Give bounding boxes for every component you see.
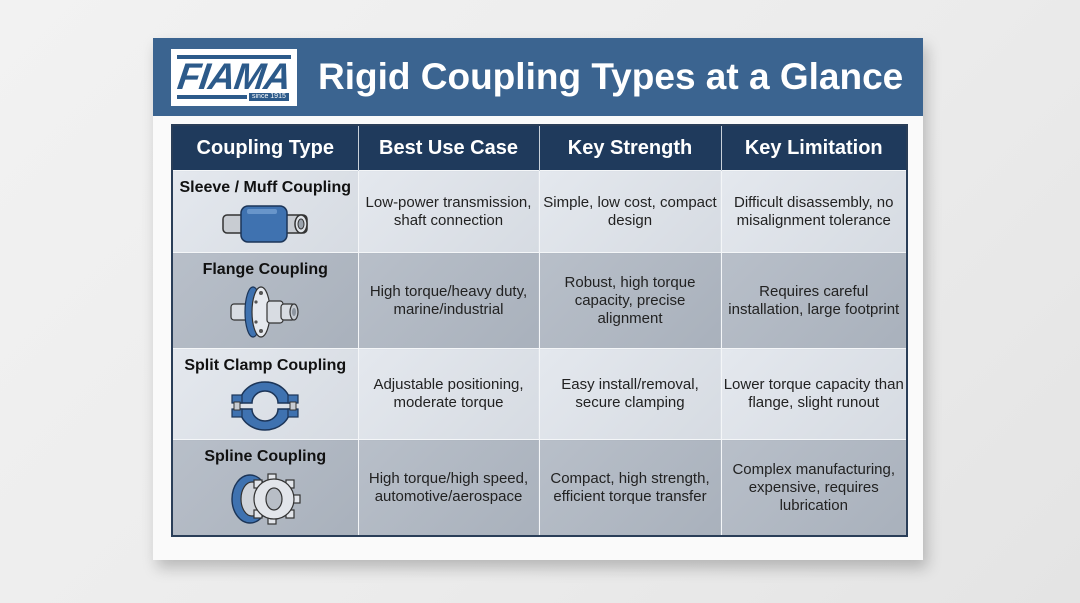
table-row: Spline Coupling High torque/high spe — [171, 439, 908, 537]
logo-bar — [177, 55, 291, 59]
limitation-cell: Lower torque capacity than flange, sligh… — [720, 348, 908, 441]
column-header-strength: Key Strength — [539, 125, 722, 171]
type-cell: Sleeve / Muff Coupling — [171, 169, 359, 254]
column-header-limitation: Key Limitation — [721, 125, 907, 171]
strength-cell: Compact, high strength, efficient torque… — [538, 439, 722, 537]
column-header-use-case: Best Use Case — [358, 125, 540, 171]
table-header-row: Coupling Type Best Use Case Key Strength… — [172, 125, 907, 171]
fiama-logo: FIAMA since 1915 — [171, 49, 297, 106]
infographic-card: FIAMA since 1915 Rigid Coupling Types at… — [153, 38, 923, 560]
use-case-cell: High torque/high speed, automotive/aeros… — [357, 439, 540, 537]
split-clamp-coupling-icon — [231, 381, 299, 431]
limitation-cell: Difficult disassembly, no misalignment t… — [720, 169, 908, 254]
type-name: Sleeve / Muff Coupling — [179, 179, 352, 196]
type-cell: Split Clamp Coupling — [171, 348, 359, 441]
type-cell: Spline Coupling — [171, 439, 359, 537]
use-case-cell: Adjustable positioning, moderate torque — [357, 348, 540, 441]
sleeve-coupling-icon — [222, 205, 308, 243]
use-case-cell: High torque/heavy duty, marine/industria… — [357, 252, 540, 350]
column-header-type: Coupling Type — [172, 125, 359, 171]
type-name: Spline Coupling — [204, 448, 327, 466]
type-name: Flange Coupling — [202, 261, 328, 279]
table-row: Flange Coupling High torque/heavy duty, … — [171, 252, 908, 350]
strength-cell: Robust, high torque capacity, precise al… — [538, 252, 722, 350]
logo-wordmark: FIAMA — [175, 56, 294, 97]
page-title: Rigid Coupling Types at a Glance — [318, 56, 904, 97]
use-case-cell: Low-power transmission, shaft connection — [357, 169, 540, 254]
logo-bar — [177, 95, 247, 99]
coupling-table: Coupling Type Best Use Case Key Strength… — [171, 124, 908, 537]
table-row: Split Clamp Coupling Adjustable position… — [171, 348, 908, 441]
type-cell: Flange Coupling — [171, 252, 359, 350]
limitation-cell: Complex manufacturing, expensive, requir… — [720, 439, 908, 537]
strength-cell: Easy install/removal, secure clamping — [538, 348, 722, 441]
limitation-cell: Requires careful installation, large foo… — [720, 252, 908, 350]
strength-cell: Simple, low cost, compact design — [538, 169, 722, 254]
type-name: Split Clamp Coupling — [184, 357, 347, 375]
header-banner: FIAMA since 1915 Rigid Coupling Types at… — [153, 38, 923, 116]
spline-coupling-icon — [231, 473, 301, 525]
flange-coupling-icon — [230, 286, 299, 339]
logo-tagline: since 1915 — [249, 93, 289, 101]
table-row: Sleeve / Muff Coupling Low-power transmi… — [171, 169, 908, 254]
